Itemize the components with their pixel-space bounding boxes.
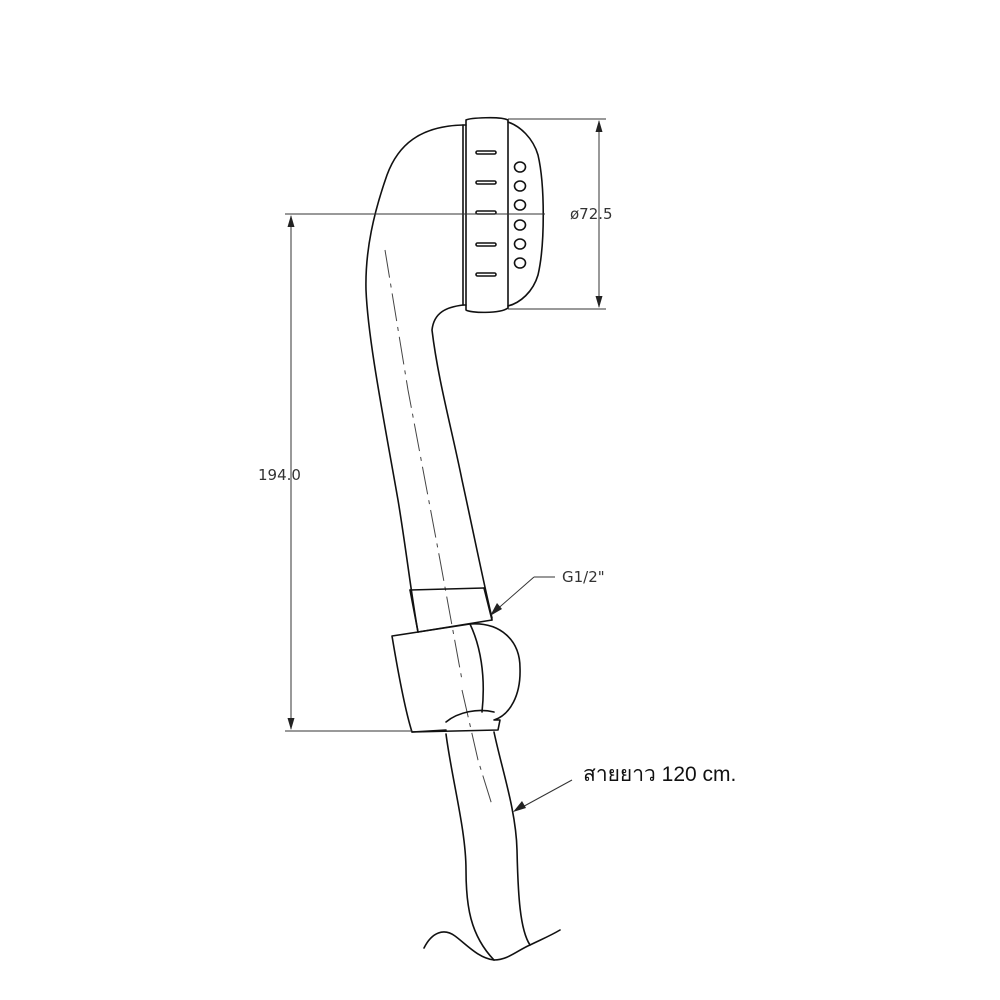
hose-right-edge: [493, 731, 531, 946]
face-ring-outline: [465, 116, 509, 314]
holder-cup-curve: [445, 709, 495, 723]
spray-face: [462, 116, 545, 314]
thread-label: G1/2": [562, 568, 605, 586]
hose-break-wave-left: [423, 931, 495, 961]
nozzle-hole: [513, 238, 527, 250]
thread-connector: [409, 587, 493, 633]
connector-top-line: [409, 587, 485, 591]
thread-leader-arrow: [490, 603, 502, 616]
nozzle-hole: [513, 199, 527, 211]
wall-holder: [391, 623, 521, 733]
thread-leader-diagonal: [493, 576, 535, 613]
diameter-dimension: ø72.5: [455, 118, 613, 310]
length-label: 194.0: [258, 466, 301, 484]
thread-leader: G1/2": [490, 568, 605, 616]
face-slot: [475, 242, 497, 247]
face-slots: [475, 150, 497, 277]
connector-right-edge: [483, 587, 493, 621]
holder-base-line: [411, 729, 447, 733]
hose-break-wave-right: [493, 929, 561, 961]
face-cap-outline: [507, 121, 545, 307]
diameter-label: ø72.5: [570, 205, 613, 223]
face-slot: [475, 272, 497, 277]
nozzle-hole: [513, 257, 527, 269]
nozzle-holes: [513, 161, 527, 269]
handle-inner-contour: [431, 304, 493, 619]
length-dimension: 194.0: [258, 213, 460, 732]
holder-cup-edge: [469, 623, 485, 713]
hose-left-edge: [445, 733, 495, 961]
nozzle-hole: [513, 180, 527, 192]
hose-leader-line: [516, 779, 573, 811]
hose-center-line: [461, 689, 493, 806]
nozzle-hole: [513, 161, 527, 173]
handle-body: [365, 124, 493, 633]
holder-outline: [391, 623, 521, 733]
connector-left-edge: [409, 589, 419, 633]
diameter-arrow-bottom: [595, 296, 603, 308]
face-slot: [475, 180, 497, 185]
hose: [423, 731, 561, 961]
hose-leader-arrow: [513, 801, 526, 812]
length-arrow-bottom: [287, 718, 295, 730]
hose-length-label: สายยาว 120 cm.: [583, 763, 736, 786]
handle-center-line: [384, 249, 463, 681]
face-slot: [475, 150, 497, 155]
diameter-arrow-top: [595, 120, 603, 132]
nozzle-hole: [513, 219, 527, 231]
length-arrow-top: [287, 215, 295, 227]
hose-leader: สายยาว 120 cm.: [513, 763, 736, 812]
handle-outer-contour: [365, 124, 464, 633]
